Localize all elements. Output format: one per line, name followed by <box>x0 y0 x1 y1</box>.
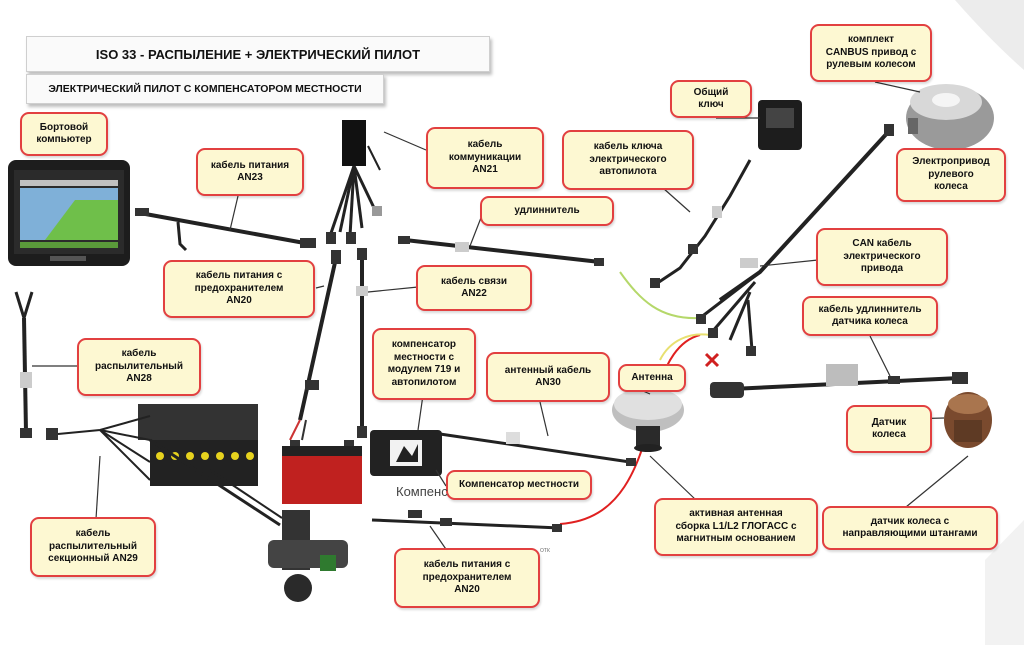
diagram-subtitle: ЭЛЕКТРИЧЕСКИЙ ПИЛОТ С КОМПЕНСАТОРОМ МЕСТ… <box>26 74 384 104</box>
key-cable-harness-image <box>650 159 752 288</box>
label-power-fuse-an20-top: кабель питания с предохранителем AN20 <box>163 260 315 318</box>
label-antenna: Антенна <box>618 364 686 392</box>
label-power-fuse-an20-bottom: кабель питания с предохранителем AN20 <box>394 548 540 608</box>
valve-block-image <box>138 404 258 486</box>
power-cable-an23-image <box>135 208 316 252</box>
label-onboard-computer: Бортовой компьютер <box>20 112 108 156</box>
sprayer-cable-an29-image <box>46 415 283 527</box>
tiny-overlay-text: ОТК <box>540 548 550 554</box>
label-can-cable: CAN кабель электрического привода <box>816 228 948 286</box>
link-cable-an22-image <box>356 248 368 438</box>
steering-drive-image <box>906 84 994 150</box>
battery-image <box>282 440 362 504</box>
yellow-wire <box>659 333 711 361</box>
can-cable-harness-image <box>696 124 894 368</box>
label-comm-cable-an21: кабель коммуникации AN21 <box>426 127 544 189</box>
power-cable-an20-bottom-image <box>371 510 562 532</box>
label-autopilot-key-cable: кабель ключа электрического автопилота <box>562 130 694 190</box>
comm-cable-an21-image <box>326 120 382 244</box>
wheel-sensor-ext-cable-image <box>709 364 968 398</box>
leader-lines <box>32 81 969 556</box>
label-wheel-sensor-rods: датчик колеса с направляющими штангами <box>822 506 998 550</box>
corner-shape-top-right <box>955 0 1024 70</box>
label-wheel-sensor-ext: кабель удлиннитель датчика колеса <box>802 296 938 336</box>
label-sprayer-section-an29: кабель распылительный секционный AN29 <box>30 517 156 577</box>
diagram-title: ISO 33 - РАСПЫЛЕНИЕ + ЭЛЕКТРИЧЕСКИЙ ПИЛО… <box>26 36 490 72</box>
label-sprayer-cable-an28: кабель распылительный AN28 <box>77 338 201 396</box>
wheel-sensor-image <box>944 392 992 448</box>
pressure-valve-image <box>268 510 348 602</box>
label-antenna-cable-an30: антенный кабель AN30 <box>486 352 610 402</box>
label-active-antenna: активная антенная сборка L1/L2 ГЛОГАСС с… <box>654 498 818 556</box>
label-common-key: Общий ключ <box>670 80 752 118</box>
antenna-cable-an30-image <box>439 432 636 466</box>
label-link-cable-an22: кабель связи AN22 <box>416 265 532 311</box>
label-steering-drive: Электропривод рулевого колеса <box>896 148 1006 202</box>
label-power-cable-an23: кабель питания AN23 <box>196 148 304 196</box>
terrain-compensator-image <box>370 430 442 476</box>
label-wheel-sensor: Датчик колеса <box>846 405 932 453</box>
sprayer-cable-an28-image <box>14 291 34 438</box>
kompens-overlay-text: Компенс <box>396 484 448 499</box>
power-cable-an20-top-image <box>289 250 341 441</box>
label-terrain-compensator: Компенсатор местности <box>446 470 592 500</box>
green-wire <box>619 271 701 320</box>
onboard-computer-image <box>8 160 130 266</box>
corner-shape-bottom-right <box>985 520 1024 645</box>
extension-cable-image <box>398 236 604 266</box>
common-key-image <box>758 100 802 150</box>
label-canbus-kit: комплект CANBUS привод с рулевым колесом <box>810 24 932 82</box>
label-compensator-719: компенсатор местности с модулем 719 и ав… <box>372 328 476 400</box>
label-extension: удлиннитель <box>480 196 614 226</box>
antenna-image <box>612 388 684 452</box>
